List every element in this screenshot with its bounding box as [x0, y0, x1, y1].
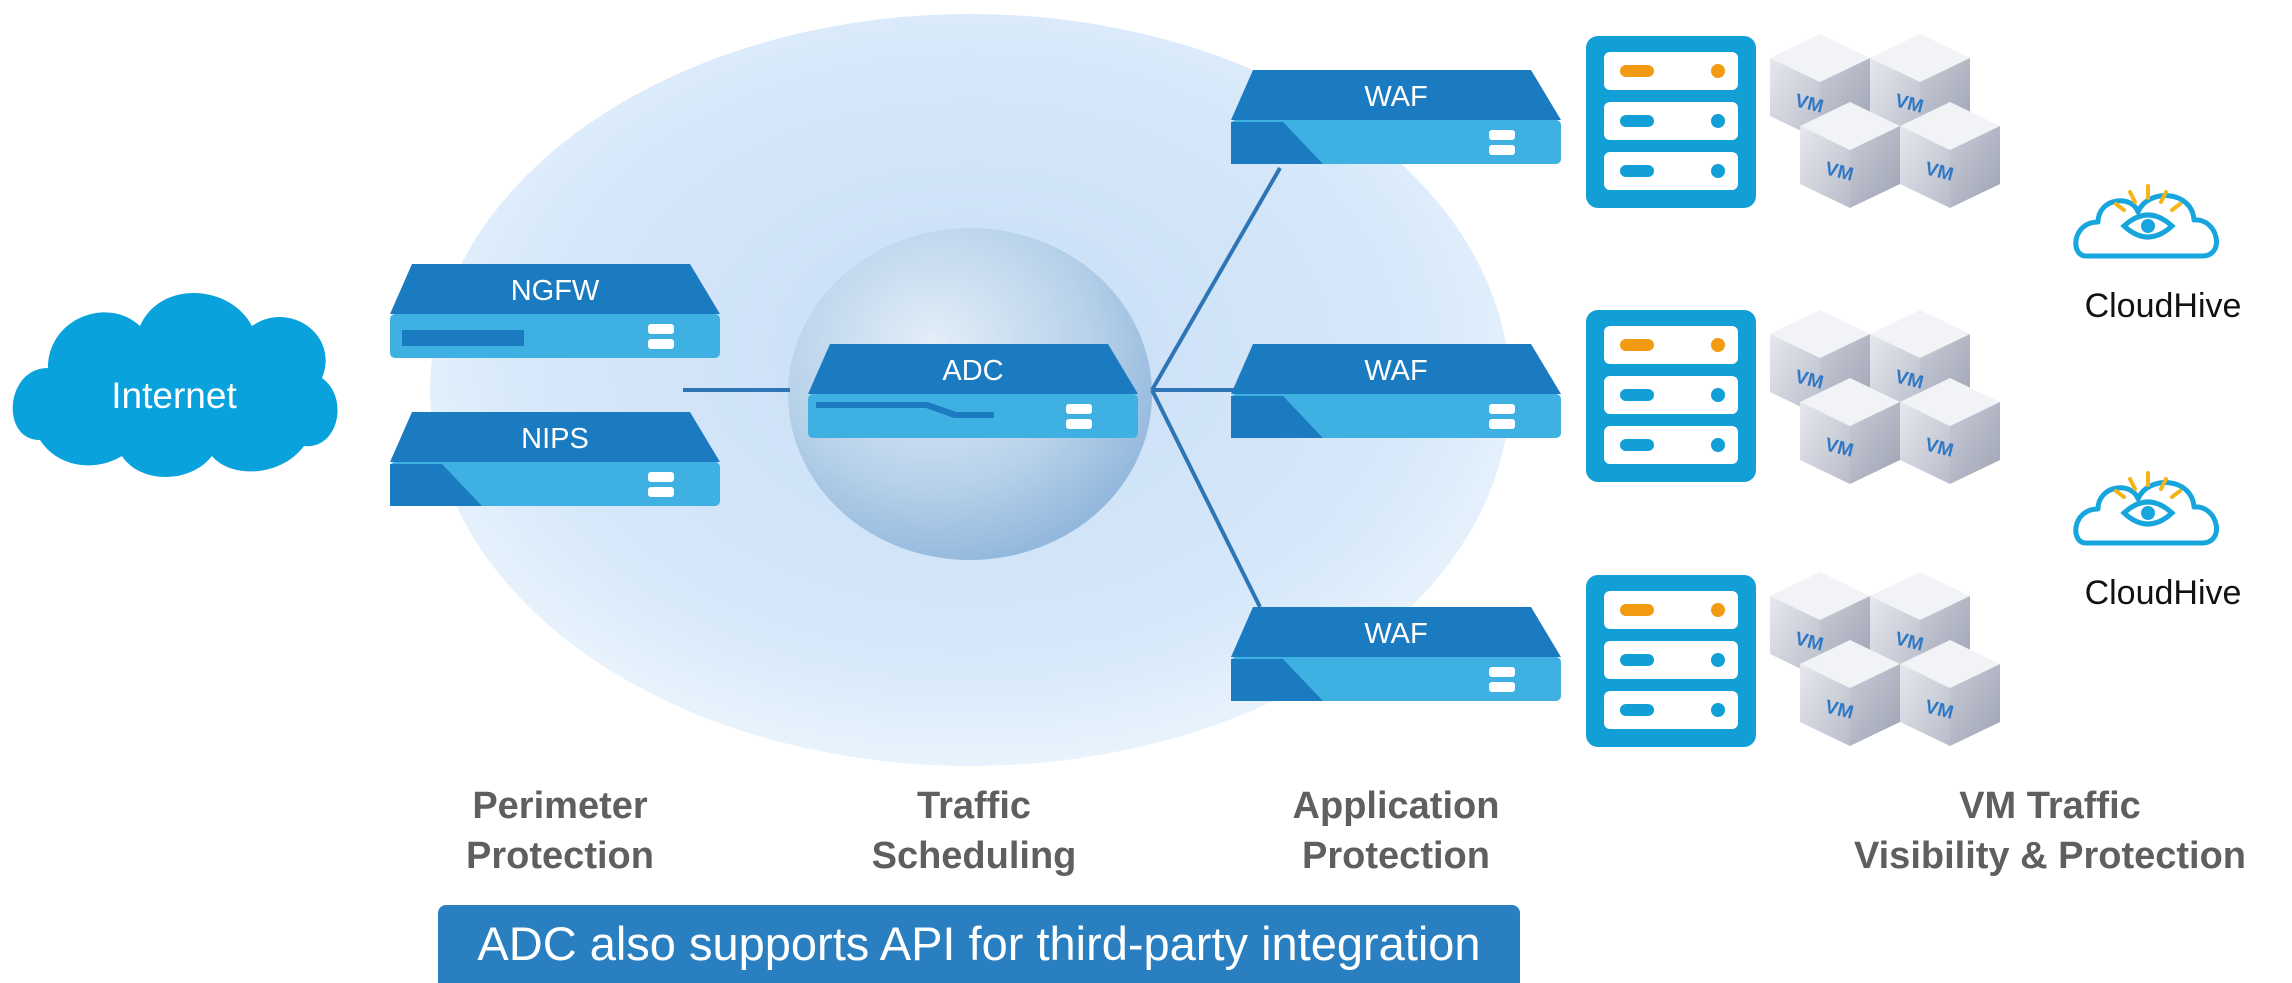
vm-group-3 — [1770, 572, 2000, 746]
label-line: Application — [1292, 785, 1500, 827]
api-integration-banner: ADC also supports API for third-party in… — [438, 905, 1520, 983]
cloudhive-icon — [2076, 473, 2217, 543]
label-line: Protection — [1302, 835, 1490, 877]
label-line: Traffic — [916, 785, 1032, 827]
waf-label: WAF — [1364, 618, 1427, 650]
adc-device: ADC — [808, 344, 1138, 438]
nips-device: NIPS — [390, 412, 720, 506]
waf-device-1: WAF — [1231, 70, 1561, 164]
vm-traffic-label: VM Traffic Visibility & Protection — [1810, 781, 2290, 881]
waf-device-2: WAF — [1231, 344, 1561, 438]
perimeter-protection-label: Perimeter Protection — [400, 781, 720, 881]
waf-device-3: WAF — [1231, 607, 1561, 701]
traffic-scheduling-label: Traffic Scheduling — [814, 781, 1134, 881]
cloudhive-icon — [2076, 186, 2217, 256]
cloudhive-1: CloudHive — [2076, 186, 2242, 325]
cloudhive-label: CloudHive — [2085, 574, 2242, 612]
waf-label: WAF — [1364, 355, 1427, 387]
internet-label: Internet — [111, 375, 237, 416]
label-line: Scheduling — [871, 835, 1077, 877]
vm-group-2 — [1770, 310, 2000, 484]
ngfw-label: NGFW — [511, 275, 600, 307]
label-line: Protection — [466, 835, 654, 877]
network-links — [683, 167, 1282, 608]
nips-label: NIPS — [521, 423, 589, 455]
ngfw-device: NGFW — [390, 264, 720, 358]
label-line: VM Traffic — [1959, 785, 2141, 827]
adc-label: ADC — [942, 355, 1003, 387]
label-line: Perimeter — [472, 785, 648, 827]
cloudhive-2: CloudHive — [2076, 473, 2242, 612]
server-icon — [1586, 36, 1756, 208]
internet-cloud: Internet — [12, 292, 338, 477]
cloudhive-label: CloudHive — [2085, 287, 2242, 325]
label-line: Visibility & Protection — [1853, 835, 2247, 877]
vm-group-1 — [1770, 34, 2000, 208]
cloud-icon — [12, 292, 338, 477]
server-icon — [1586, 310, 1756, 482]
server-icon — [1586, 575, 1756, 747]
waf-label: WAF — [1364, 81, 1427, 113]
application-protection-label: Application Protection — [1236, 781, 1556, 881]
